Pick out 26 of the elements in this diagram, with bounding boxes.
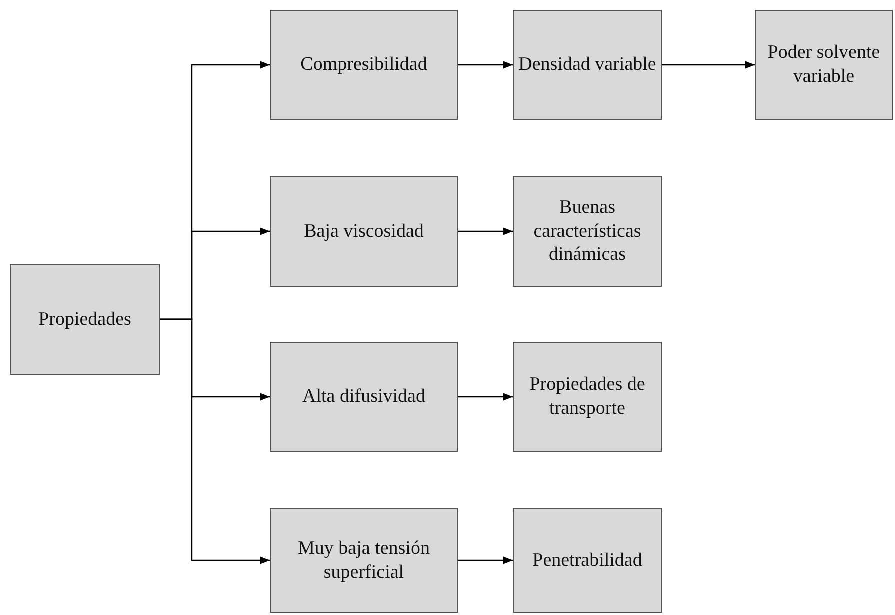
process-box xyxy=(270,10,458,120)
box-label: Alta difusividad xyxy=(302,385,426,409)
process-box xyxy=(270,342,458,452)
box-label: Compresibilidad xyxy=(300,53,428,77)
process-box xyxy=(755,10,893,120)
process-box xyxy=(10,264,160,375)
box-label: Densidad variable xyxy=(518,53,656,77)
arrow xyxy=(458,61,513,69)
process-box xyxy=(270,176,458,287)
box-label: Muy baja tensión superficial xyxy=(297,536,431,584)
box-label: Poder solvente variable xyxy=(766,41,882,89)
process-box xyxy=(270,508,458,613)
process-box xyxy=(513,342,662,452)
arrow xyxy=(160,318,270,564)
box-label: Baja viscosidad xyxy=(304,220,424,244)
box-label: Propiedades xyxy=(38,308,132,332)
arrow xyxy=(662,61,755,69)
process-box xyxy=(513,176,662,287)
box-label: Penetrabilidad xyxy=(532,548,642,572)
arrow xyxy=(458,228,513,236)
process-box xyxy=(513,10,662,120)
arrow xyxy=(458,556,513,564)
box-label: Buenas características dinámicas xyxy=(532,196,642,268)
process-box xyxy=(513,508,662,613)
arrow xyxy=(458,393,513,401)
box-label: Propiedades de transporte xyxy=(528,373,646,421)
